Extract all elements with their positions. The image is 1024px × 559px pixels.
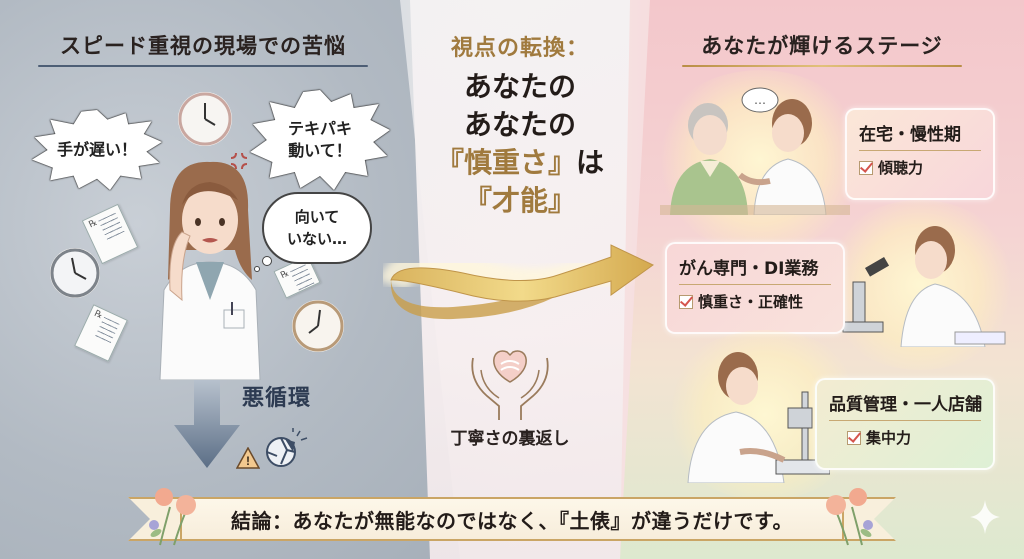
conclusion-banner: 結論：あなたが無能なのではなく、『土俵』が違うだけです。 xyxy=(180,497,844,541)
right-title-underline xyxy=(682,65,962,67)
svg-text:…: … xyxy=(754,93,766,107)
speech-bubble-quick: テキパキ 動いて！ xyxy=(250,90,390,190)
center-line-4: 『才能』 xyxy=(463,184,577,217)
card-title: 在宅・慢性期 xyxy=(859,120,981,151)
card-title: 品質管理・一人店舗 xyxy=(829,390,982,421)
talent-word: 才能 xyxy=(491,184,548,217)
speech-bubble-slow: 手が遅い！ xyxy=(32,110,162,190)
golden-ribbon-arrow-icon xyxy=(383,244,654,320)
clock-icon xyxy=(178,92,232,146)
center-line-1: あなたの xyxy=(463,70,576,103)
anger-mark-icon xyxy=(230,152,248,170)
clock-icon xyxy=(50,248,100,298)
checkbox-checked-icon xyxy=(679,294,693,309)
heart-hands-icon xyxy=(471,350,549,420)
left-title-underline xyxy=(38,65,368,67)
card-skill: 傾聴力 xyxy=(859,157,981,178)
center-message: 視点の転換： あなたの あなたの 『慎重さ』は 『才能』 xyxy=(410,30,630,220)
center-caption: 丁寧さの裏返し xyxy=(450,429,570,449)
clock-icon xyxy=(292,300,344,352)
sparkle-icon xyxy=(970,500,1000,534)
svg-text:!: ! xyxy=(246,454,250,468)
microscope-pharmacist-illustration xyxy=(842,226,1006,347)
home-care-illustration: … xyxy=(660,87,850,215)
perspective-shift-heading: 視点の転換： xyxy=(450,36,589,61)
warning-icon: ! xyxy=(236,447,260,469)
quality-control-illustration xyxy=(687,352,830,483)
thought-bubble-not-fit: 向いて いない… xyxy=(262,192,372,264)
conclusion-text: 結論：あなたが無能なのではなく、『土俵』が違うだけです。 xyxy=(231,508,793,533)
flower-decoration-icon xyxy=(826,488,873,546)
thought-dot xyxy=(254,266,260,272)
center-line-3: 『慎重さ』は xyxy=(435,146,605,179)
stage-card-quality-control: 品質管理・一人店舗 集中力 xyxy=(815,378,995,470)
carefulness-word: 慎重さ xyxy=(463,146,548,179)
left-section-title: スピード重視の現場での苦悩 xyxy=(38,30,368,67)
card-skill: 慎重さ・正確性 xyxy=(679,291,831,312)
card-title: がん専門・DI業務 xyxy=(679,254,831,285)
stressed-pharmacist-illustration xyxy=(159,161,261,380)
right-section-title: あなたが輝けるステージ xyxy=(682,30,962,67)
vicious-cycle-label: 悪循環 xyxy=(242,386,312,411)
center-line-2: あなたの xyxy=(463,108,576,141)
checkbox-checked-icon xyxy=(847,430,861,445)
broken-plate-icon xyxy=(266,428,308,467)
stage-card-oncology-di: がん専門・DI業務 慎重さ・正確性 xyxy=(665,242,845,334)
thought-dot xyxy=(262,256,272,266)
checkbox-checked-icon xyxy=(859,160,873,175)
down-arrow-icon xyxy=(174,380,240,468)
card-skill: 集中力 xyxy=(829,427,981,448)
stage-card-home-care: 在宅・慢性期 傾聴力 xyxy=(845,108,995,200)
flower-decoration-icon xyxy=(149,488,196,546)
